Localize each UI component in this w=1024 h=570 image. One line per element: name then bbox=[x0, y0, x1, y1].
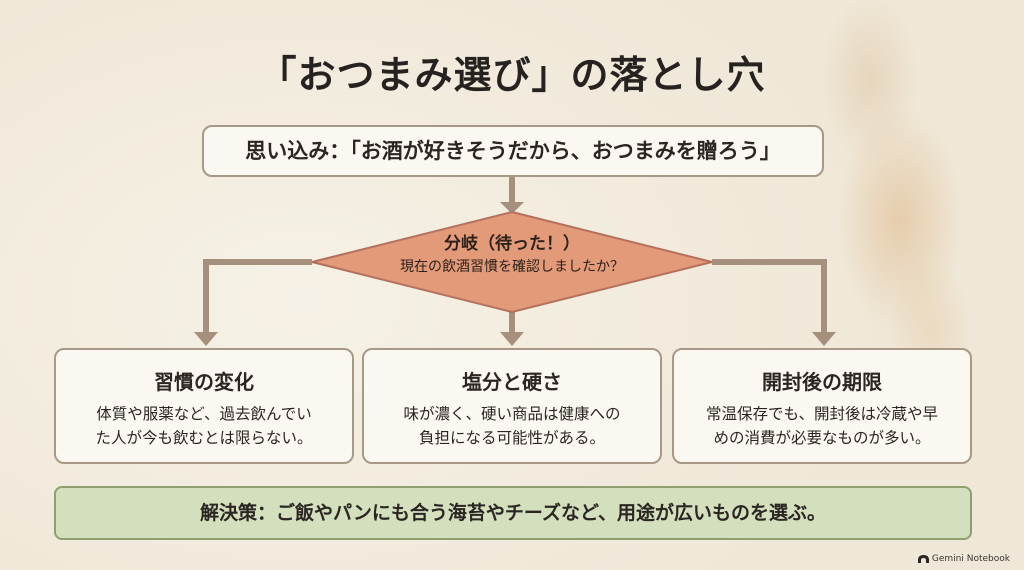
card-desc-line: 常温保存でも、開封後は冷蔵や早 bbox=[705, 405, 939, 423]
card-habit-change: 習慣の変化 体質や服薬など、過去飲んでい た人が今も飲むとは限らない。 bbox=[54, 348, 354, 464]
card-desc-line: 味が濃く、硬い商品は健康への bbox=[403, 405, 621, 423]
arrowhead-premise bbox=[500, 202, 524, 214]
card-expiry-after-opening: 開封後の期限 常温保存でも、開封後は冷蔵や早 めの消費が必要なものが多い。 bbox=[672, 348, 972, 464]
decision-question: 現在の飲酒習慣を確認しましたか？ bbox=[400, 259, 624, 275]
brand-watermark: Gemini Notebook bbox=[917, 554, 1010, 564]
card-desc-line: 体質や服薬など、過去飲んでい bbox=[96, 405, 312, 423]
card-description: 体質や服薬など、過去飲んでい た人が今も飲むとは限らない。 bbox=[70, 402, 338, 450]
brand-name: Gemini Notebook bbox=[931, 554, 1010, 564]
card-desc-line: 負担になる可能性がある。 bbox=[418, 429, 605, 447]
card-description: 味が濃く、硬い商品は健康への 負担になる可能性がある。 bbox=[378, 402, 646, 450]
card-description: 常温保存でも、開封後は冷蔵や早 めの消費が必要なものが多い。 bbox=[688, 402, 956, 450]
solution-box: 解決策：ご飯やパンにも合う海苔やチーズなど、用途が広いものを選ぶ。 bbox=[54, 486, 972, 540]
arrowhead-left bbox=[194, 332, 218, 346]
decision-text: 分岐（待った！） 現在の飲酒習慣を確認しましたか？ bbox=[310, 232, 714, 278]
arrow-branch-right bbox=[712, 259, 827, 334]
decision-title: 分岐（待った！） bbox=[444, 234, 580, 254]
arrowhead-center bbox=[500, 332, 524, 346]
arrow-branch-left bbox=[203, 259, 312, 334]
card-salt-hardness: 塩分と硬さ 味が濃く、硬い商品は健康への 負担になる可能性がある。 bbox=[362, 348, 662, 464]
notebook-logo-icon bbox=[917, 555, 929, 563]
page-title: 「おつまみ選び」の落とし穴 bbox=[258, 52, 766, 97]
premise-box: 思い込み：「お酒が好きそうだから、おつまみを贈ろう」 bbox=[202, 125, 824, 177]
decision-diamond bbox=[311, 210, 713, 314]
arrowhead-right bbox=[812, 332, 836, 346]
card-title: 開封後の期限 bbox=[762, 370, 882, 394]
card-desc-line: た人が今も飲むとは限らない。 bbox=[95, 429, 313, 447]
card-title: 習慣の変化 bbox=[154, 370, 254, 394]
card-title: 塩分と硬さ bbox=[462, 370, 562, 394]
card-desc-line: めの消費が必要なものが多い。 bbox=[713, 429, 931, 447]
